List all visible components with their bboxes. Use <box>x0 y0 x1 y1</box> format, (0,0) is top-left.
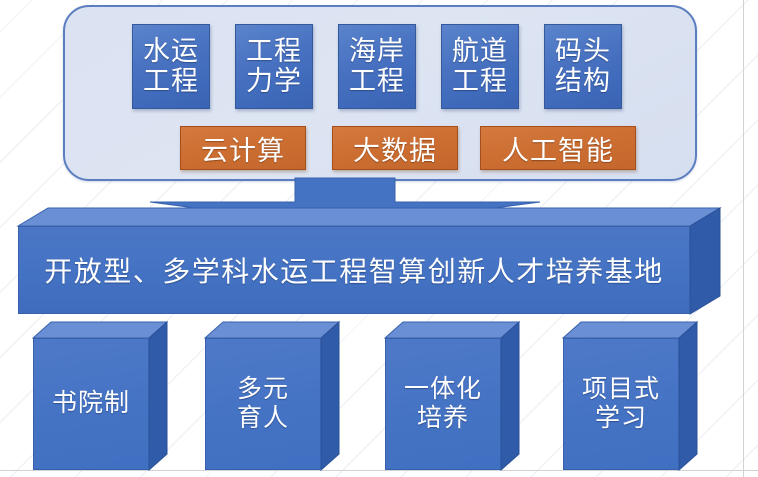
mode-cube-line1: 书院制 <box>51 389 130 418</box>
base-banner[interactable]: 开放型、多学科水运工程智算创新人才培养基地 <box>8 207 748 318</box>
discipline-chip-matou-jiegou[interactable]: 码头 结构 <box>544 24 622 109</box>
mode-cube-line1: 多元 <box>236 374 289 403</box>
mode-cube-front-face: 书院制 <box>33 338 149 470</box>
discipline-chip-shuiyun-gongcheng[interactable]: 水运 工程 <box>132 24 210 109</box>
mode-cube-faces <box>383 320 521 472</box>
slide-guide-vertical <box>743 0 744 477</box>
mode-cube-line2: 培养 <box>416 404 469 432</box>
discipline-chip-line2: 工程 <box>349 65 405 96</box>
mode-cube-faces <box>203 320 341 472</box>
technology-chip-rengong-zhineng[interactable]: 人工智能 <box>480 126 636 170</box>
discipline-chip-gongcheng-lixue[interactable]: 工程 力学 <box>235 24 313 109</box>
mode-cube-line2: 育人 <box>236 404 289 432</box>
mode-cube-duoyuan-yuren[interactable]: 多元 育人 <box>203 320 341 472</box>
mode-cube-front-face: 多元 育人 <box>205 338 321 470</box>
mode-cube-faces <box>31 320 169 472</box>
discipline-chip-line1: 水运 <box>143 36 199 67</box>
discipline-chip-line2: 力学 <box>246 65 302 96</box>
mode-cube-line1: 一体化 <box>403 374 482 403</box>
slide-guide-horizontal <box>0 470 758 471</box>
technology-chip-label: 大数据 <box>353 135 437 166</box>
mode-cube-front-face: 项目式 学习 <box>563 338 679 470</box>
discipline-chip-hangdao-gongcheng[interactable]: 航道 工程 <box>441 24 519 109</box>
banner-front-face: 开放型、多学科水运工程智算创新人才培养基地 <box>18 226 690 314</box>
technology-chip-yun-jisuan[interactable]: 云计算 <box>180 126 306 170</box>
mode-cube-shuyuan-zhi[interactable]: 书院制 <box>31 320 169 472</box>
discipline-chip-line2: 工程 <box>452 65 508 96</box>
technology-chip-da-shuju[interactable]: 大数据 <box>332 126 458 170</box>
mode-cube-yitihua-peiyang[interactable]: 一体化 培养 <box>383 320 521 472</box>
discipline-chip-haian-gongcheng[interactable]: 海岸 工程 <box>338 24 416 109</box>
banner-label: 开放型、多学科水运工程智算创新人才培养基地 <box>44 256 664 287</box>
discipline-chip-line1: 码头 <box>555 36 611 67</box>
discipline-chip-line1: 航道 <box>452 36 508 67</box>
discipline-chip-line1: 海岸 <box>349 36 405 67</box>
technology-chip-label: 云计算 <box>201 135 285 166</box>
mode-cube-front-face: 一体化 培养 <box>385 338 501 470</box>
technology-chip-label: 人工智能 <box>502 135 614 166</box>
mode-cube-line2: 学习 <box>594 404 647 432</box>
subject-and-technology-group: 水运 工程 工程 力学 海岸 工程 航道 工程 码头 结构 云计算 大数据 人工… <box>63 5 697 181</box>
discipline-chip-line1: 工程 <box>246 36 302 67</box>
mode-cube-xiangmushi-xuexi[interactable]: 项目式 学习 <box>561 320 699 472</box>
mode-cube-faces <box>561 320 699 472</box>
discipline-chip-line2: 结构 <box>555 65 611 96</box>
mode-cube-line1: 项目式 <box>581 374 660 403</box>
discipline-chip-line2: 工程 <box>143 65 199 96</box>
